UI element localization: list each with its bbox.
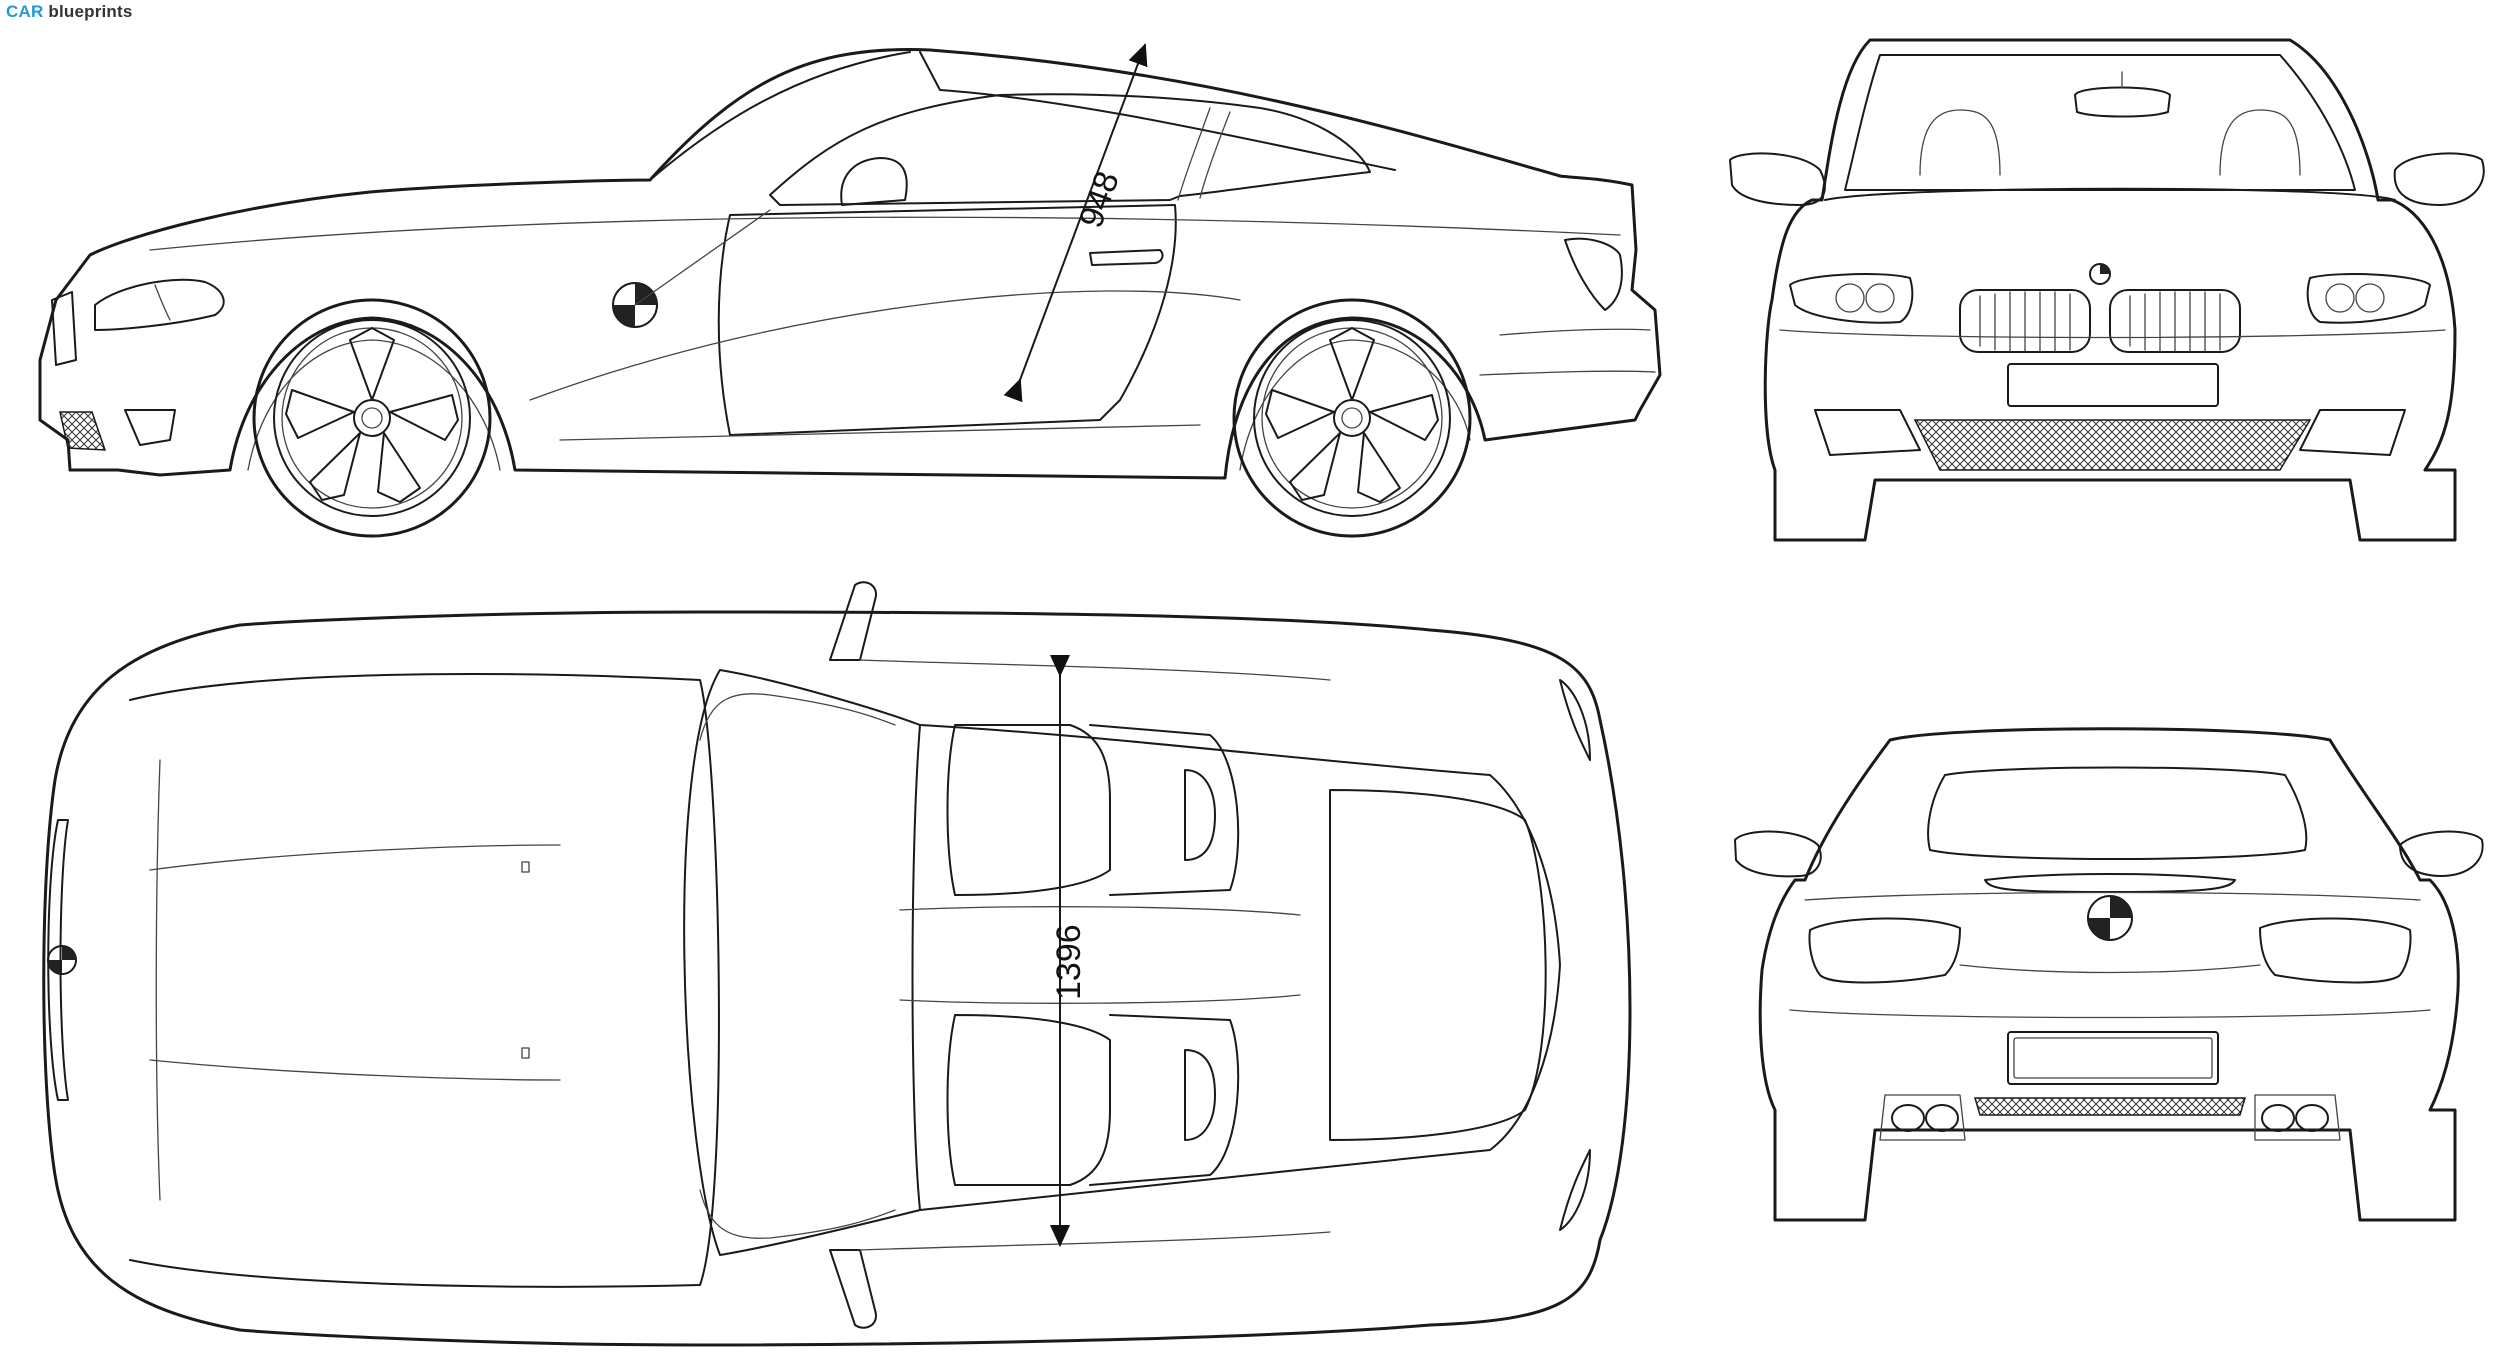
side-headlight [94, 278, 225, 331]
top-rear-window [1329, 789, 1547, 1141]
front-right-headlight [2306, 273, 2431, 324]
rear-right-taillight [2259, 917, 2412, 984]
front-rearview-mirror [2074, 86, 2171, 118]
rear-left-taillight [1808, 917, 1961, 984]
side-taillight [1564, 237, 1623, 311]
front-left-headlight [1789, 273, 1914, 324]
side-door-handle [1089, 249, 1164, 266]
dimension-948-line [1003, 43, 1148, 403]
side-front-vent [59, 411, 107, 451]
dimension-948-label: 948 [1072, 166, 1127, 232]
front-badge-emblem [2089, 263, 2111, 285]
rear-window [1927, 766, 2308, 860]
front-body-outline [1763, 38, 2457, 542]
side-badge-emblem [612, 282, 658, 328]
front-kidney-grille [1959, 289, 2241, 353]
front-right-mirror [2393, 152, 2485, 206]
front-left-mirror [1729, 152, 1826, 206]
side-door [717, 204, 1177, 436]
top-body-outline [42, 610, 1632, 1347]
side-rear-wheel [1232, 298, 1472, 538]
dimension-1396-label: 1396 [1050, 924, 1088, 1000]
top-right-seat [946, 1014, 1240, 1186]
top-view: 1396 [42, 581, 1632, 1347]
watermark-logo: CAR blueprints [6, 2, 133, 22]
side-front-wheel [252, 298, 492, 538]
rear-right-mirror [2399, 830, 2484, 877]
front-view [1729, 38, 2485, 542]
rear-left-mirror [1734, 830, 1822, 878]
top-badge-emblem [47, 945, 77, 975]
side-view: 948 [38, 43, 1662, 538]
side-window [769, 93, 1371, 206]
top-right-mirror [829, 1249, 877, 1329]
watermark-text: blueprints [43, 2, 133, 21]
side-body-outline [38, 48, 1662, 480]
front-license-plate [2007, 363, 2219, 407]
front-windshield [1844, 54, 2356, 191]
rear-diffuser [1973, 1097, 2247, 1116]
top-left-mirror [829, 581, 877, 661]
rear-badge-emblem [2087, 895, 2133, 941]
rear-body-outline [1758, 727, 2460, 1222]
top-left-seat [946, 724, 1240, 896]
watermark-brand: CAR [6, 2, 44, 21]
side-roof [649, 51, 1396, 181]
rear-view [1734, 727, 2484, 1222]
rear-license-plate [2007, 1031, 2219, 1085]
front-lower-intake [1913, 419, 2312, 471]
side-mirror [840, 157, 908, 206]
rear-exhaust-tips [1891, 1104, 2329, 1132]
